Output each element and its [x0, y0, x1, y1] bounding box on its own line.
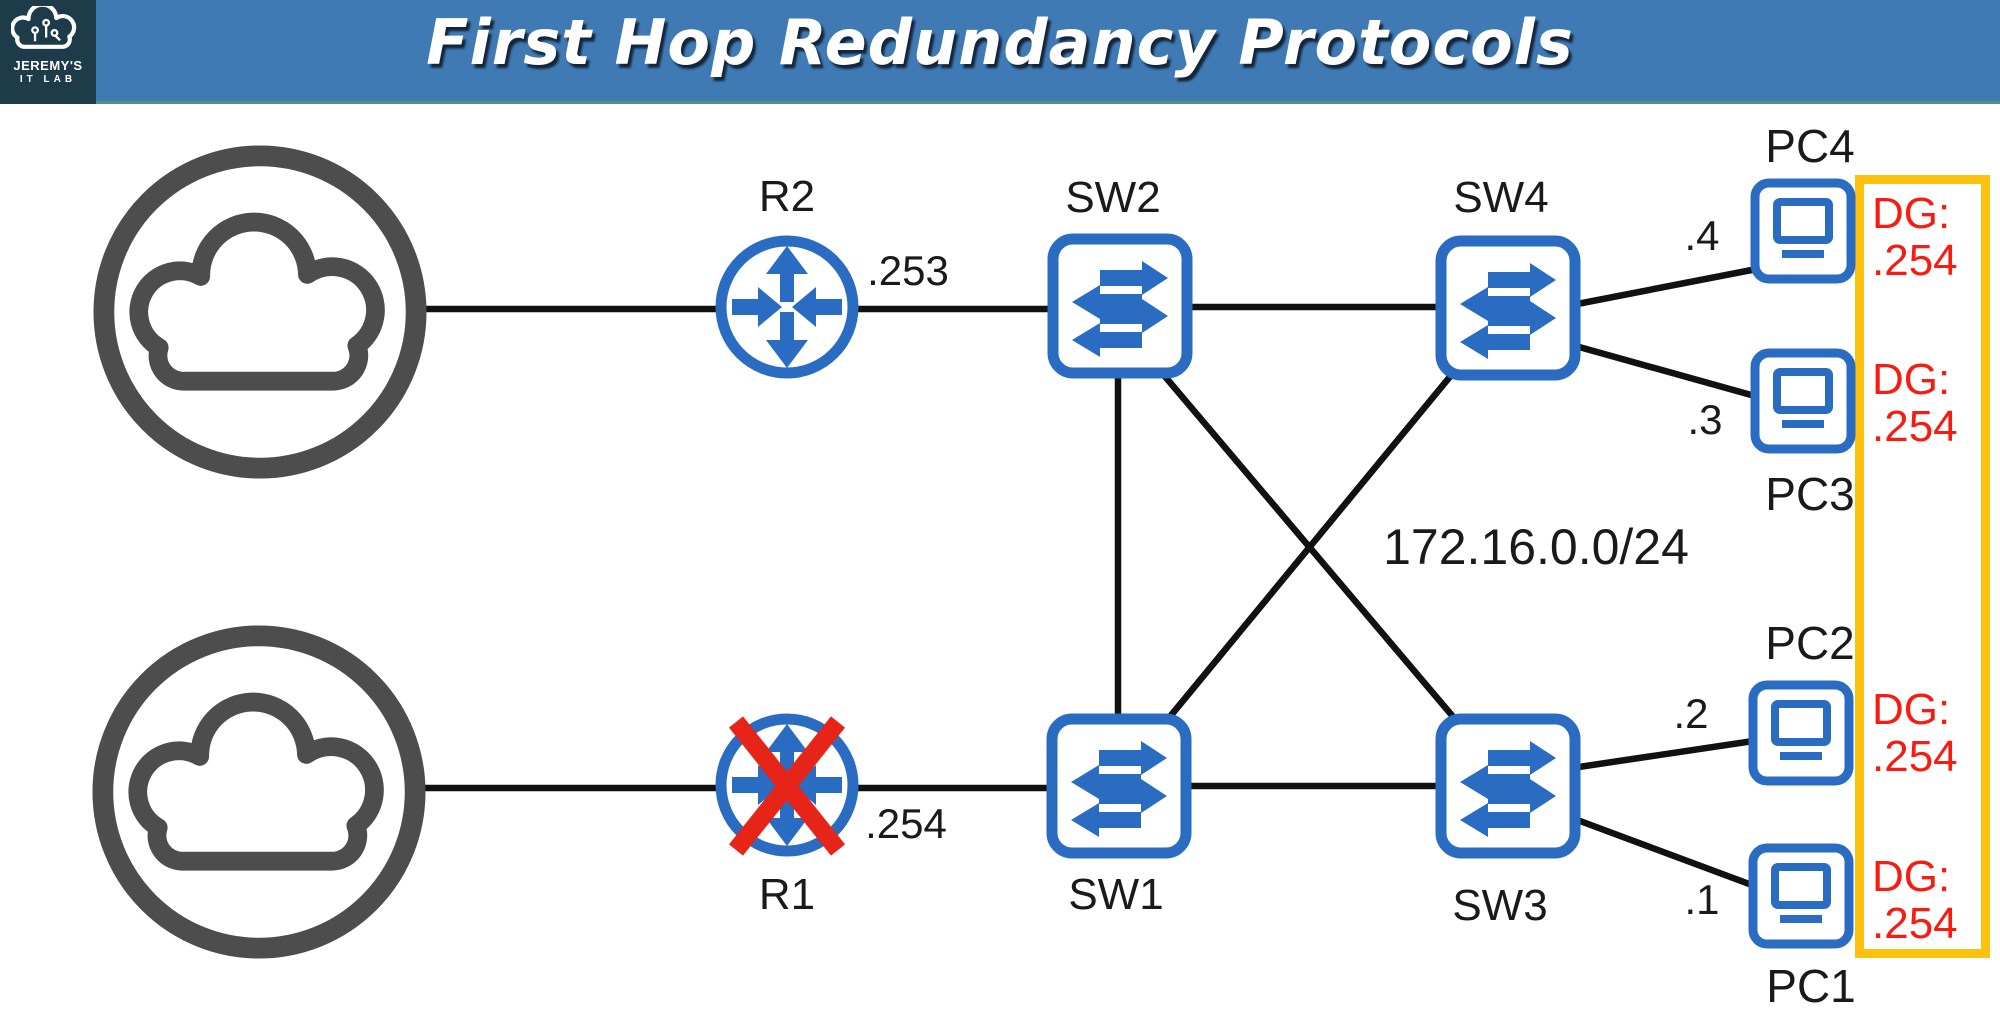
- pc-pc2: [1748, 680, 1854, 791]
- cloud-bottom: [91, 624, 427, 965]
- logo-cloud-icon: [11, 6, 77, 49]
- switch-label: SW3: [1452, 881, 1548, 930]
- router-r1: [712, 710, 862, 865]
- pc-ip: .1: [1684, 876, 1720, 923]
- pc-ip: .4: [1684, 212, 1720, 259]
- pc-pc4: [1750, 178, 1856, 289]
- subnet-label: 172.16.0.0/24: [1383, 519, 1689, 575]
- link-sw4-pc3: [1571, 341, 1763, 402]
- switch-sw3: [1434, 712, 1582, 865]
- pc-default-gateway: DG: .254: [1872, 686, 1958, 780]
- dg-value: .254: [1872, 402, 1958, 451]
- switch-icon: [1435, 713, 1581, 859]
- switch-label: SW4: [1453, 173, 1549, 222]
- cloud-icon: [93, 145, 427, 479]
- dg-value: .254: [1872, 236, 1958, 285]
- pc-pc1: [1748, 843, 1854, 954]
- router-interface-ip: .253: [867, 247, 949, 294]
- brand-name-line2: IT LAB: [19, 74, 77, 85]
- link-sw4-pc4: [1571, 264, 1763, 309]
- router-icon: [715, 713, 859, 857]
- pc-icon: [1748, 680, 1854, 786]
- switch-icon: [1435, 235, 1581, 381]
- pc-ip: .3: [1687, 396, 1723, 443]
- router-interface-ip: .254: [865, 800, 947, 847]
- dg-value: .254: [1872, 899, 1958, 948]
- cloud-top: [92, 144, 428, 485]
- brand-logo: JEREMY'S IT LAB: [0, 0, 96, 104]
- gateway-highlight-box: [1855, 175, 1990, 958]
- router-label: R2: [758, 172, 816, 221]
- dg-prefix: DG:: [1872, 685, 1951, 734]
- dg-prefix: DG:: [1872, 355, 1951, 404]
- pc-default-gateway: DG: .254: [1872, 356, 1958, 450]
- pc-default-gateway: DG: .254: [1872, 853, 1958, 947]
- link-sw3-pc1: [1570, 814, 1762, 892]
- switch-sw4: [1434, 234, 1582, 387]
- pc-label: PC1: [1766, 960, 1856, 1012]
- link-sw4-sw1: [1165, 370, 1456, 722]
- pc-ip: .2: [1673, 690, 1709, 737]
- pc-icon: [1748, 843, 1854, 949]
- header-bar: First Hop Redundancy Protocols JEREMY'S …: [0, 0, 2000, 104]
- switch-sw2: [1046, 232, 1194, 385]
- pc-label: PC3: [1765, 468, 1855, 520]
- switch-label: SW1: [1068, 870, 1164, 919]
- pc-icon: [1750, 178, 1856, 284]
- cloud-icon: [92, 625, 426, 959]
- link-sw3-pc2: [1571, 736, 1761, 772]
- brand-name-line1: JEREMY'S: [13, 58, 83, 73]
- switch-sw1: [1045, 712, 1193, 865]
- switch-label: SW2: [1065, 173, 1161, 222]
- switch-icon: [1047, 233, 1193, 379]
- dg-value: .254: [1872, 732, 1958, 781]
- router-label: R1: [758, 870, 816, 919]
- pc-default-gateway: DG: .254: [1872, 190, 1958, 284]
- router-icon: [715, 235, 859, 379]
- pc-pc3: [1750, 348, 1856, 459]
- dg-prefix: DG:: [1872, 189, 1951, 238]
- pc-label: PC4: [1765, 120, 1855, 172]
- page-title: First Hop Redundancy Protocols: [426, 6, 1574, 79]
- switch-icon: [1046, 713, 1192, 859]
- failure-x-icon: [728, 716, 846, 856]
- pc-icon: [1750, 348, 1856, 454]
- pc-label: PC2: [1765, 617, 1855, 669]
- dg-prefix: DG:: [1872, 852, 1951, 901]
- router-r2: [712, 232, 862, 387]
